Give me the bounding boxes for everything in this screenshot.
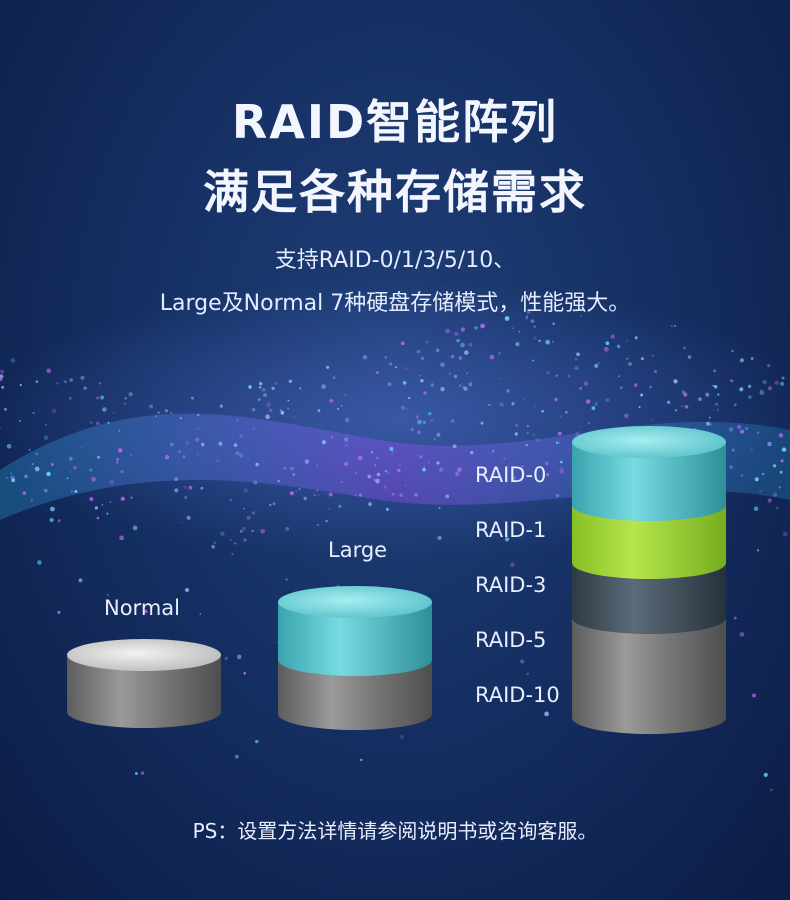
mode-label-raid10: RAID-10 (475, 683, 560, 707)
raid-disk-stack (572, 426, 726, 734)
mode-label-raid1: RAID-1 (475, 518, 547, 542)
page-title-line2: 满足各种存储需求 (203, 165, 587, 219)
large-disk-stack (278, 586, 432, 730)
subtitle-line2: Large及Normal 7种硬盘存储模式，性能强大。 (159, 291, 631, 316)
mode-label-raid3: RAID-3 (475, 573, 547, 597)
footer-note: PS：设置方法详情请参阅说明书或咨询客服。 (192, 819, 598, 843)
normal-disk (67, 639, 221, 728)
page-title-line1: RAID智能阵列 (231, 95, 559, 149)
subtitle-line1: 支持RAID-0/1/3/5/10、 (274, 248, 516, 273)
mode-label-raid5: RAID-5 (475, 628, 547, 652)
mode-label-normal: Normal (104, 596, 180, 620)
mode-label-large: Large (328, 538, 388, 562)
mode-label-raid0: RAID-0 (475, 463, 547, 487)
